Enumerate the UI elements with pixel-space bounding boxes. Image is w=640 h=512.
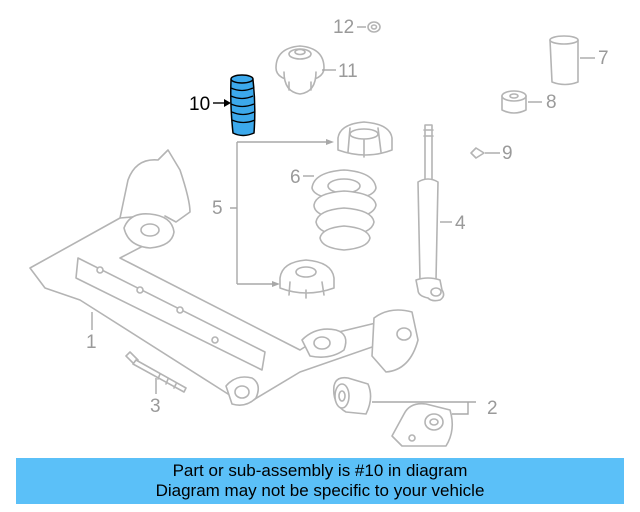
part-3-bolt — [125, 351, 187, 393]
part-8-bushing — [501, 90, 527, 114]
callout-2: 2 — [487, 398, 498, 419]
callout-4: 4 — [455, 213, 466, 234]
callout-6: 6 — [290, 167, 301, 188]
leader-10-arrow — [224, 99, 231, 107]
callout-3: 3 — [150, 396, 161, 417]
callout-10: 10 — [189, 94, 210, 115]
part-4-shock-absorber — [415, 124, 445, 302]
callout-12: 12 — [333, 17, 354, 38]
banner-line-2: Diagram may not be specific to your vehi… — [155, 481, 485, 500]
part-1-axle-beam — [29, 149, 419, 406]
part-10-bump-stop — [230, 74, 256, 137]
part-7-dust-boot — [549, 35, 579, 86]
callout-7: 7 — [598, 48, 609, 69]
part-12-nut — [367, 21, 381, 33]
part-9-clip — [470, 147, 485, 159]
info-banner: Part or sub-assembly is #10 in diagram D… — [16, 458, 624, 504]
banner-line-1: Part or sub-assembly is #10 in diagram — [172, 461, 468, 480]
part-2-bushing — [332, 376, 372, 415]
callout-5: 5 — [212, 198, 223, 219]
group-5-bracket — [230, 141, 330, 285]
part-11-strut-mount — [275, 45, 325, 95]
part-6-coil-spring — [311, 169, 377, 251]
callout-11: 11 — [338, 61, 358, 82]
part-5-lower-spring-pad — [279, 259, 335, 299]
parts-diagram: 12 11 7 8 9 10 5 — [29, 17, 609, 447]
part-5-upper-spring-pad — [337, 121, 393, 158]
group-5-arrow-top — [326, 139, 334, 145]
group-5-arrow-bottom — [272, 281, 280, 287]
callout-8: 8 — [546, 92, 557, 113]
callout-9: 9 — [502, 143, 513, 164]
leader-2 — [372, 401, 476, 415]
callout-1: 1 — [86, 332, 97, 353]
part-2-bracket — [391, 402, 454, 447]
